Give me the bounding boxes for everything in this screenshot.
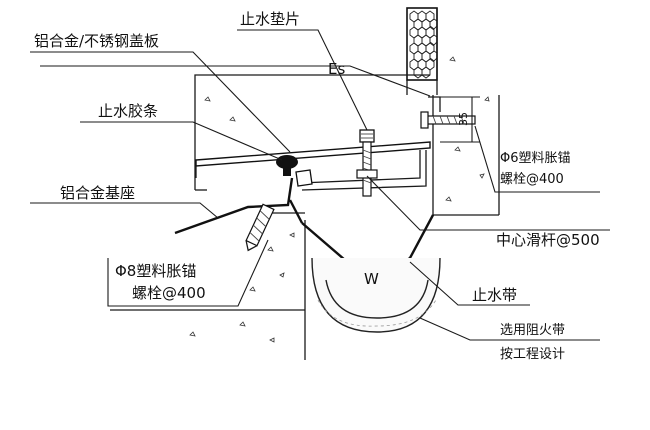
aluminum-base [174, 177, 304, 235]
label-phi8-line2: 螺栓@400 [132, 284, 206, 302]
label-sealing-strip: 止水胶条 [98, 102, 158, 120]
center-bolt [356, 129, 378, 197]
fire-barrier [311, 257, 441, 333]
label-aluminum-base: 铝合金基座 [60, 184, 135, 202]
label-w: W [364, 270, 379, 288]
label-gasket: 止水垫片 [240, 10, 300, 28]
leader-lines [30, 29, 610, 341]
dimension-35-label: 35 [457, 112, 470, 126]
wall-insulation [406, 7, 438, 81]
slide-bracket [295, 150, 427, 191]
label-phi6-line1: Φ6塑料胀锚 [500, 151, 571, 166]
dimension-35: 35 [440, 96, 480, 143]
cover-plate [195, 141, 431, 178]
sealing-strip [276, 155, 298, 176]
label-waterstop: 止水带 [472, 286, 517, 304]
label-es: Es [328, 60, 345, 78]
left-concrete-block [110, 74, 430, 360]
anchor-bolt-phi8 [245, 203, 275, 252]
label-phi6-line2: 螺栓@400 [500, 172, 564, 187]
label-phi8-line1: Φ8塑料胀锚 [115, 262, 196, 280]
label-fire-strip-line2: 按工程设计 [500, 347, 565, 362]
label-fire-strip-line1: 选用阻火带 [500, 323, 565, 338]
label-center-rod: 中心滑杆@500 [496, 231, 600, 249]
label-cover-plate: 铝合金/不锈钢盖板 [34, 32, 159, 50]
